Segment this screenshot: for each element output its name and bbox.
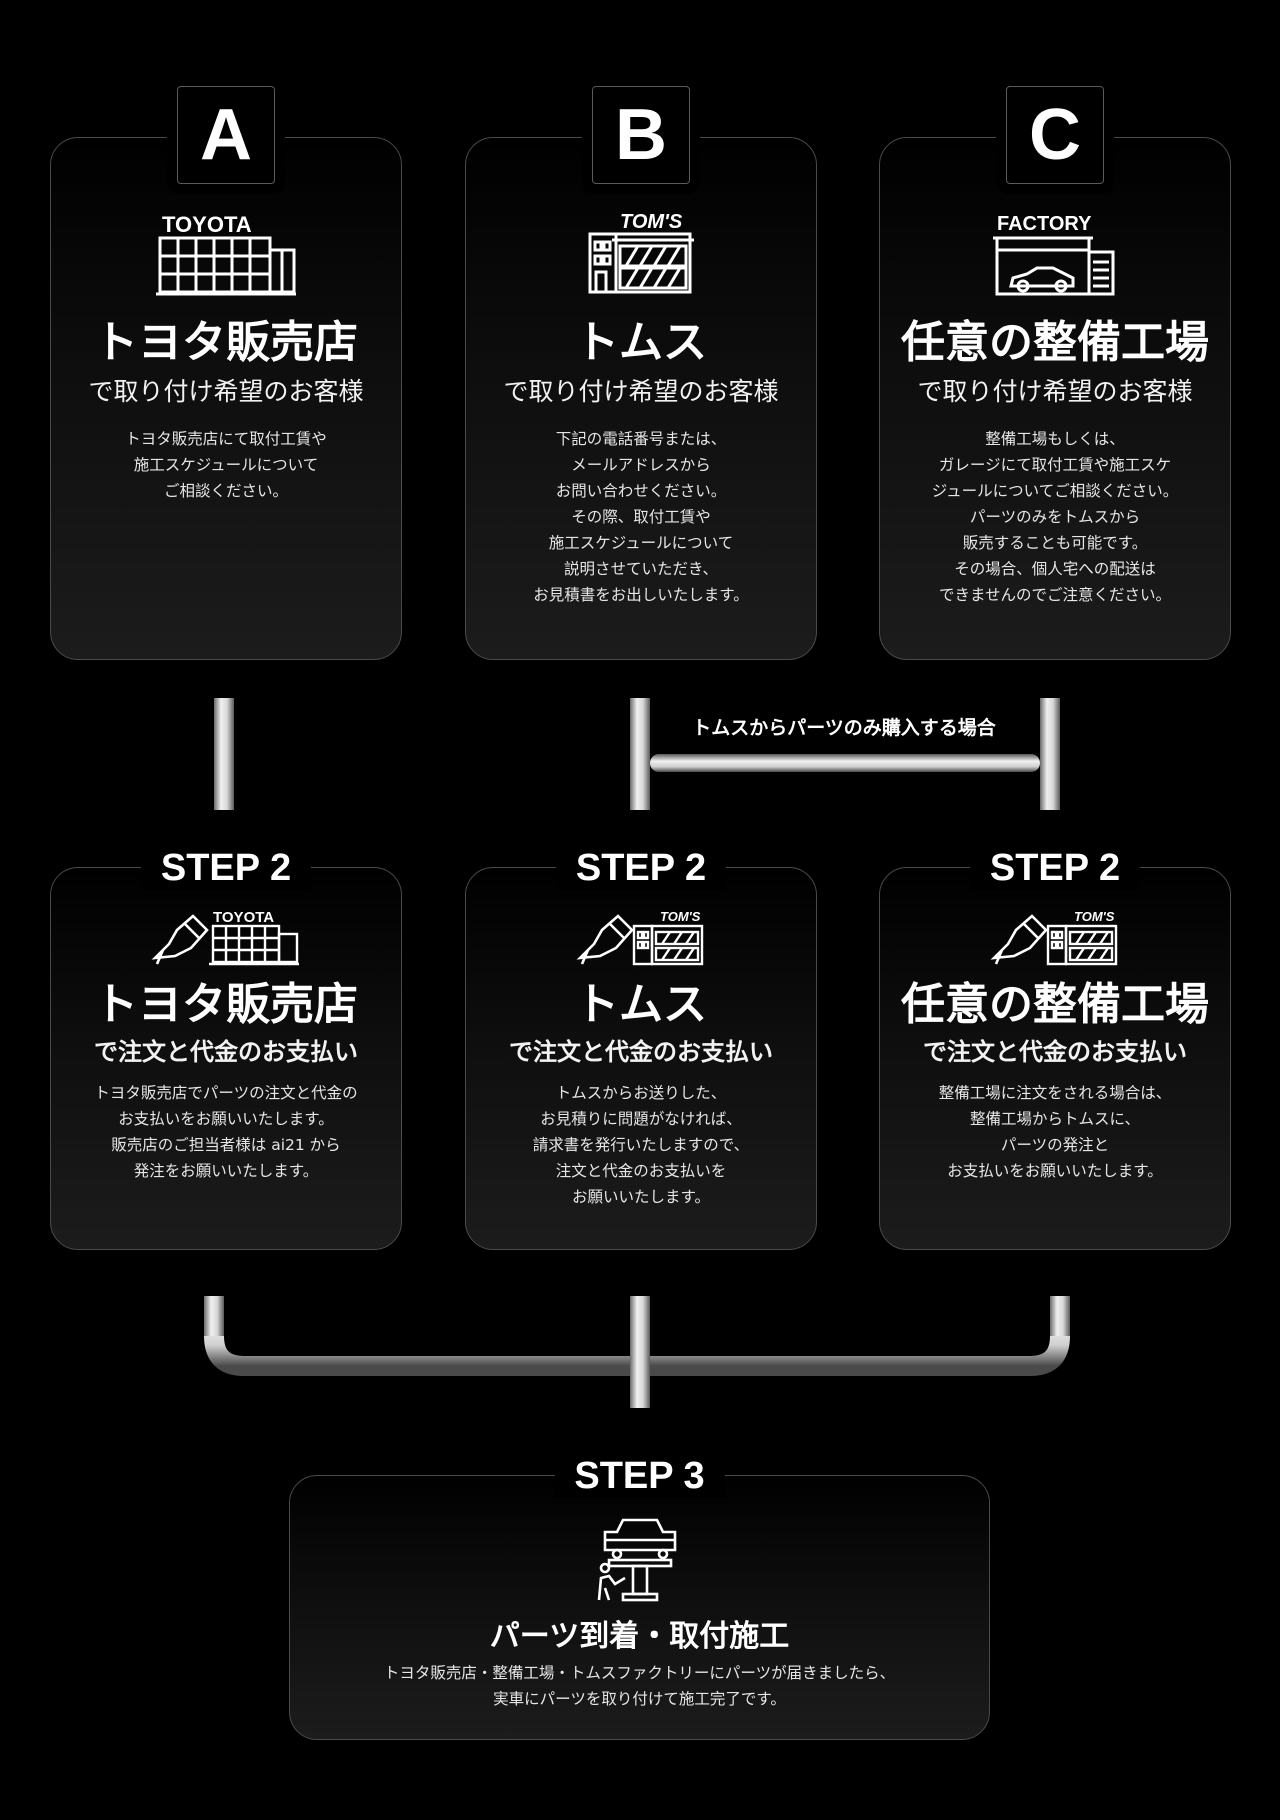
step2-factory-subtitle: で注文と代金のお支払い <box>923 1038 1187 1066</box>
card-b-title: トムス <box>575 317 707 368</box>
badge-b: B <box>592 86 690 184</box>
connector-bc-bar <box>650 754 1040 772</box>
step2-toyota-title: トヨタ販売店 <box>94 979 358 1030</box>
order-payment-factory-icon: TOM'S <box>990 909 1118 966</box>
card-a-description: トヨタ販売店にて取付工賃や 施工スケジュールについて ご相談ください。 <box>125 430 327 500</box>
svg-text:TOYOTA: TOYOTA <box>162 212 252 237</box>
step2-card-toyota: STEP 2 TOYOTA トヨタ販売店 で注文と代金のお支払い トヨタ販売店で… <box>50 846 402 1250</box>
toyota-dealer-building-icon: TOYOTA <box>156 212 296 296</box>
connector-center <box>630 1296 650 1408</box>
toms-parts-only-label: トムスからパーツのみ購入する場合 <box>692 717 996 739</box>
connector-b <box>630 698 650 810</box>
svg-text:TOYOTA: TOYOTA <box>213 909 274 926</box>
step3-description: トヨタ販売店・整備工場・トムスファクトリーにパーツが届きましたら、 実車にパーツ… <box>383 1664 896 1708</box>
step2-toyota-subtitle: で注文と代金のお支払い <box>94 1038 358 1066</box>
factory-garage-icon: FACTORY <box>993 213 1115 296</box>
card-c-title: 任意の整備工場 <box>901 317 1209 368</box>
card-a-subtitle: で取り付け希望のお客様 <box>88 377 364 406</box>
step2-card-factory: STEP 2 TOM'S 任意の整備工場 で注文と代金のお支払い 整備工場に注文… <box>879 846 1231 1250</box>
card-b-subtitle: で取り付け希望のお客様 <box>503 377 779 406</box>
step2-toms-title: トムス <box>575 979 707 1030</box>
svg-text:TOM'S: TOM'S <box>660 909 701 924</box>
step3-label: STEP 3 <box>554 1454 725 1498</box>
card-b: B TOM'S トムス で取り付け希望のお客様 下記の電話番号または、 メールア… <box>465 86 817 660</box>
step2-label-toyota: STEP 2 <box>140 846 312 890</box>
badge-a: A <box>177 86 275 184</box>
card-b-description: 下記の電話番号または、 メールアドレスから お問い合わせください。 その際、取付… <box>533 430 749 604</box>
svg-text:TOM'S: TOM'S <box>620 211 683 233</box>
card-c: C FACTORY 任意の整備工場 で取り付け希望のお客様 整備工場もしくは、 … <box>879 86 1231 660</box>
step3-title: パーツ到着・取付施工 <box>489 1619 790 1654</box>
step2-factory-description: 整備工場に注文をされる場合は、 整備工場からトムスに、 パーツの発注と お支払い… <box>938 1084 1172 1180</box>
card-c-subtitle: で取り付け希望のお客様 <box>917 377 1193 406</box>
toms-shop-building-icon: TOM'S <box>588 211 694 294</box>
car-lift-mechanic-icon <box>597 1518 676 1602</box>
badge-c: C <box>1006 86 1104 184</box>
step2-toyota-description: トヨタ販売店でパーツの注文と代金の お支払いをお願いいたします。 販売店のご担当… <box>94 1084 358 1180</box>
card-a-title: トヨタ販売店 <box>94 317 358 368</box>
svg-text:TOM'S: TOM'S <box>1074 909 1115 924</box>
step2-toms-description: トムスからお送りした、 お見積りに問題がなければ、 請求書を発行いたしますので、… <box>532 1084 750 1206</box>
card-a: A TOYOTA トヨタ販売店 で取り付け希望のお客様 トヨタ販売店にて取付工賃… <box>50 86 402 660</box>
connector-c <box>1040 698 1060 810</box>
step2-toms-subtitle: で注文と代金のお支払い <box>509 1038 773 1066</box>
order-payment-toyota-icon: TOYOTA <box>151 909 299 966</box>
svg-text:FACTORY: FACTORY <box>997 213 1092 235</box>
step2-factory-title: 任意の整備工場 <box>901 979 1209 1030</box>
step2-label-toms: STEP 2 <box>555 846 727 890</box>
step2-label-factory: STEP 2 <box>969 846 1141 890</box>
connector-a <box>214 698 234 810</box>
step3-card: STEP 3 パーツ到着・取付施工 トヨタ販売店・整備工場・トムスファクトリーに… <box>289 1454 990 1740</box>
step2-card-toms: STEP 2 TOM'S トムス で注文と代金のお支払い トムスからお送りした、… <box>465 846 817 1250</box>
card-c-description: 整備工場もしくは、 ガレージにて取付工賃や施工スケ ジュールについてご相談くださ… <box>931 430 1179 604</box>
order-payment-toms-icon: TOM'S <box>576 909 704 966</box>
